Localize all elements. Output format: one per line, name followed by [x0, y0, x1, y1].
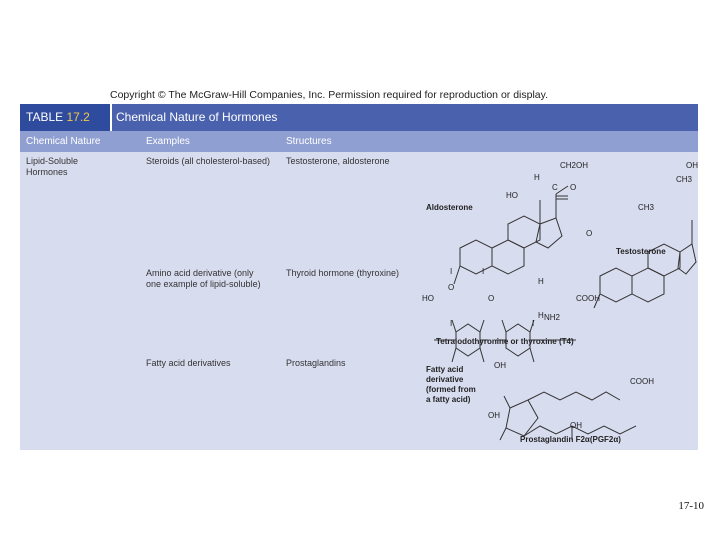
row3-structures: Prostaglandins [286, 358, 346, 368]
table-label-text: TABLE [26, 110, 64, 124]
row1-nature: Lipid-Soluble Hormones [26, 156, 79, 177]
title-separator [110, 104, 112, 131]
thyroxine-i-2: I [482, 267, 484, 276]
thyroxine-ho: HO [422, 294, 434, 303]
structures-diagram: CH2OH H C O HO Aldosterone O OH CH3 CH3 … [422, 161, 698, 444]
testosterone-oh: OH [686, 161, 698, 170]
table-title-bar: TABLE 17.2 Chemical Nature of Hormones [20, 104, 698, 131]
row2-structures: Thyroid hormone (thyroxine) [286, 268, 400, 278]
testosterone-ch3-top: CH3 [676, 175, 693, 184]
aldosterone-label: Aldosterone [426, 203, 473, 212]
table-header-row: Chemical Nature Examples Structures [20, 131, 698, 152]
table-title: Chemical Nature of Hormones [116, 110, 278, 124]
thyroxine-nh2: NH2 [544, 313, 561, 322]
aldosterone-structure [453, 185, 569, 285]
testosterone-label: Testosterone [616, 247, 666, 256]
aldosterone-ho: HO [506, 191, 518, 200]
aldosterone-o: O [570, 183, 576, 192]
hormone-table: TABLE 17.2 Chemical Nature of Hormones C… [20, 104, 698, 450]
aldosterone-o-bottom: O [448, 283, 454, 292]
header-examples: Examples [146, 136, 190, 147]
thyroxine-cooh: COOH [576, 294, 600, 303]
row2-examples: Amino acid derivative (only one example … [146, 268, 261, 289]
prostaglandin-oh-bottom: OH [488, 411, 500, 420]
prostaglandin-label: Prostaglandin F2α(PGF2α) [520, 435, 621, 444]
testosterone-o: O [586, 229, 592, 238]
row3-examples: Fatty acid derivatives [146, 358, 231, 368]
thyroxine-label: Tetraiodothyronine or thyroxine (T4) [436, 337, 574, 346]
thyroxine-h-top: H [538, 277, 544, 286]
testosterone-structure [593, 220, 697, 309]
prostaglandin-oh-chain: OH [570, 421, 582, 430]
table-label: TABLE 17.2 [20, 104, 110, 131]
row1-examples: Steroids (all cholesterol-based) [146, 156, 271, 166]
prostaglandin-oh-top: OH [494, 361, 506, 370]
page-number: 17-10 [678, 500, 704, 512]
prostaglandin-cooh: COOH [630, 377, 654, 386]
testosterone-ch3: CH3 [638, 203, 655, 212]
table-number: 17.2 [66, 110, 90, 124]
fatty-acid-note: Fatty acid derivative (formed from a fat… [426, 365, 478, 404]
copyright-notice: Copyright © The McGraw-Hill Companies, I… [110, 89, 549, 101]
header-structures: Structures [286, 136, 332, 147]
thyroxine-h-bottom: H [538, 311, 544, 320]
aldosterone-h: H [534, 173, 540, 182]
thyroxine-i-1: I [450, 267, 452, 276]
header-chemical-nature: Chemical Nature [26, 136, 101, 147]
aldosterone-ch2oh: CH2OH [560, 161, 588, 170]
thyroxine-i-3: I [450, 319, 452, 328]
thyroxine-structure [434, 319, 576, 363]
thyroxine-bridge-o: O [488, 294, 494, 303]
aldosterone-c: C [552, 183, 558, 192]
row1-structures: Testosterone, aldosterone [286, 156, 390, 166]
thyroxine-i-4: I [532, 319, 534, 328]
prostaglandin-structure [499, 391, 637, 441]
